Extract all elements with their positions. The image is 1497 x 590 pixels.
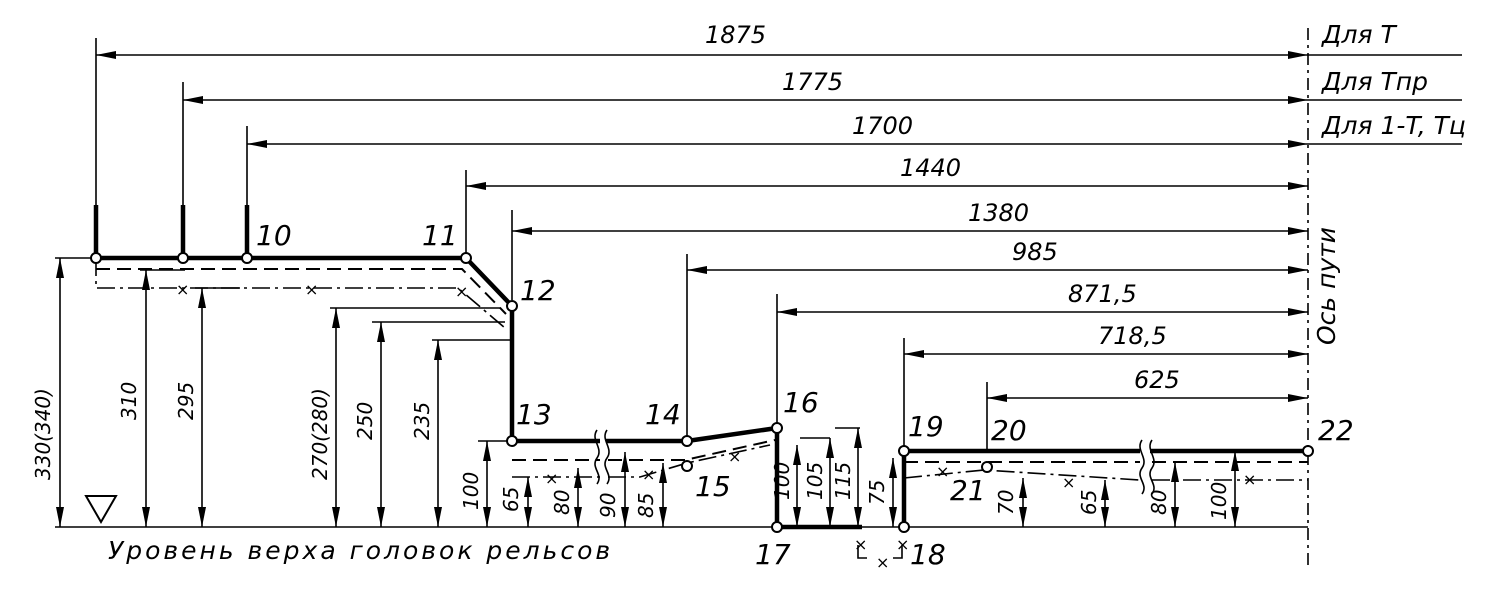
svg-text:×: × [728, 447, 741, 466]
svg-text:×: × [936, 462, 949, 481]
vdim-90: 90 [596, 493, 620, 518]
svg-text:×: × [642, 465, 655, 484]
svg-text:×: × [876, 553, 889, 572]
point-12: 12 [520, 274, 556, 307]
vdim-80-a: 80 [550, 490, 574, 515]
vdim-70: 70 [994, 490, 1018, 515]
vdim-235: 235 [410, 402, 434, 440]
svg-text:×: × [305, 280, 318, 299]
point-11: 11 [422, 219, 458, 252]
axis-label: Ось пути [1312, 227, 1341, 345]
dim-value-1775: 1775 [782, 68, 843, 96]
point-16: 16 [783, 386, 819, 419]
vdim-330: 330(340) [31, 388, 55, 480]
dim-value-1700: 1700 [852, 112, 913, 140]
vdim-105: 105 [803, 462, 827, 500]
point-15: 15 [695, 470, 731, 503]
vdim-65-b: 65 [1077, 490, 1101, 515]
dim-value-7185: 718,5 [1098, 322, 1167, 350]
point-18: 18 [910, 538, 946, 571]
dim-value-1875: 1875 [705, 21, 766, 49]
point-13: 13 [516, 398, 552, 431]
label-for-tpr: Для Tпр [1321, 67, 1428, 96]
vdim-270: 270(280) [308, 388, 332, 480]
vdim-75: 75 [865, 480, 889, 505]
svg-text:×: × [1243, 470, 1256, 489]
point-10: 10 [256, 219, 292, 252]
dim-value-8715: 871,5 [1068, 280, 1137, 308]
gauge-outline-dashed [96, 268, 1308, 463]
dim-value-625: 625 [1134, 366, 1180, 394]
label-for-1t: Для 1-T, Tц [1321, 111, 1466, 140]
point-14: 14 [645, 398, 681, 431]
svg-text:×: × [1062, 473, 1075, 492]
vdim-80-b: 80 [1147, 490, 1171, 515]
vdim-100-a: 100 [459, 472, 483, 510]
point-17: 17 [755, 538, 791, 571]
svg-text:×: × [176, 280, 189, 299]
svg-text:×: × [545, 469, 558, 488]
dim-value-1380: 1380 [968, 199, 1029, 227]
level-triangle-icon [84, 495, 118, 525]
point-22: 22 [1318, 414, 1354, 447]
point-19: 19 [908, 410, 944, 443]
label-for-t: Для T [1321, 20, 1397, 49]
extension-lines [95, 38, 988, 450]
dim-value-985: 985 [1012, 238, 1058, 266]
vertical-dimensions [56, 258, 1239, 527]
contour-nodes [90, 252, 1314, 533]
vdim-100-b: 100 [770, 462, 794, 500]
horizontal-dimensions [96, 51, 1308, 402]
point-20: 20 [991, 414, 1027, 447]
dim-value-1440: 1440 [900, 154, 961, 182]
vdim-85: 85 [634, 493, 658, 518]
vdim-250: 250 [353, 402, 377, 440]
svg-text:×: × [455, 282, 468, 301]
vdim-65-a: 65 [499, 487, 523, 512]
vdim-100-c: 100 [1207, 482, 1231, 520]
svg-text:×: × [854, 535, 867, 554]
baseline-label: Уровень верха головок рельсов [108, 536, 613, 565]
vdim-115: 115 [831, 462, 855, 500]
cross-marks: × × × × × × × × × × × × [176, 280, 1256, 572]
vdim-310: 310 [117, 382, 141, 420]
svg-text:×: × [896, 535, 909, 554]
vdim-295: 295 [174, 382, 198, 420]
point-21: 21 [950, 474, 986, 507]
